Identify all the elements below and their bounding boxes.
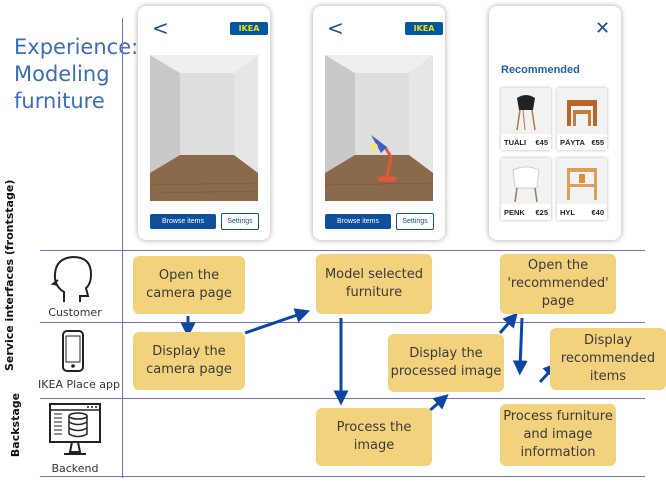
product-card[interactable]: HYL €40 bbox=[557, 158, 607, 220]
step-model-furniture: Model selected furniture bbox=[316, 254, 432, 314]
lane-label-app: IKEA Place app bbox=[38, 378, 120, 391]
browse-items-button[interactable]: Browse items bbox=[325, 214, 391, 229]
phone-processed-page: < IKEA Browse items Settings bbox=[313, 6, 445, 240]
backend-monitor-icon bbox=[48, 402, 102, 465]
product-price: €40 bbox=[591, 208, 604, 217]
phone-recommended-page: ✕ Recommended TUÄLI €45 PÄYTA €55 PENK €… bbox=[489, 6, 621, 240]
back-chevron-icon[interactable]: < bbox=[152, 16, 169, 40]
step-display-recommended: Display recommended items bbox=[550, 328, 666, 390]
armchair-image bbox=[501, 158, 551, 204]
product-name: HYL bbox=[560, 208, 575, 217]
step-display-processed: Display the processed image bbox=[388, 334, 504, 392]
lane-divider-top bbox=[40, 250, 645, 251]
chair-image bbox=[501, 88, 551, 134]
customer-head-icon bbox=[50, 254, 96, 311]
product-name: PENK bbox=[504, 208, 525, 217]
page-title: Experience: Modeling furniture bbox=[14, 35, 139, 113]
phone-icon bbox=[62, 330, 84, 377]
lane-divider-bottom bbox=[40, 476, 645, 477]
browse-items-button[interactable]: Browse items bbox=[150, 214, 216, 229]
recommended-heading: Recommended bbox=[501, 64, 580, 76]
product-price: €25 bbox=[535, 208, 548, 217]
back-chevron-icon[interactable]: < bbox=[327, 16, 344, 40]
ikea-logo: IKEA bbox=[230, 22, 268, 35]
step-open-recommended: Open the 'recommended' page bbox=[500, 254, 616, 314]
product-card[interactable]: PÄYTA €55 bbox=[557, 88, 607, 150]
product-price: €55 bbox=[591, 138, 604, 147]
empty-room-image bbox=[150, 55, 258, 201]
phone-camera-page: < IKEA Browse items Settings bbox=[138, 6, 270, 240]
side-table-image bbox=[557, 158, 607, 204]
step-process-furniture: Process furniture and image information bbox=[500, 404, 616, 466]
settings-button[interactable]: Settings bbox=[221, 213, 259, 230]
product-name: PÄYTA bbox=[560, 138, 585, 147]
product-name: TUÄLI bbox=[504, 138, 527, 147]
nesting-table-image bbox=[557, 88, 607, 134]
step-open-camera: Open the camera page bbox=[133, 256, 245, 314]
room-with-lamp-image bbox=[325, 55, 433, 201]
step-display-camera: Display the camera page bbox=[133, 332, 245, 390]
close-icon[interactable]: ✕ bbox=[595, 18, 611, 38]
settings-button[interactable]: Settings bbox=[396, 213, 434, 230]
product-price: €45 bbox=[535, 138, 548, 147]
vertical-divider bbox=[122, 18, 123, 478]
ikea-logo: IKEA bbox=[405, 22, 443, 35]
step-process-image: Process the image bbox=[316, 408, 432, 466]
lane-label-customer: Customer bbox=[48, 306, 102, 319]
product-card[interactable]: TUÄLI €45 bbox=[501, 88, 551, 150]
product-card[interactable]: PENK €25 bbox=[501, 158, 551, 220]
lane-label-backend: Backend bbox=[51, 462, 99, 475]
